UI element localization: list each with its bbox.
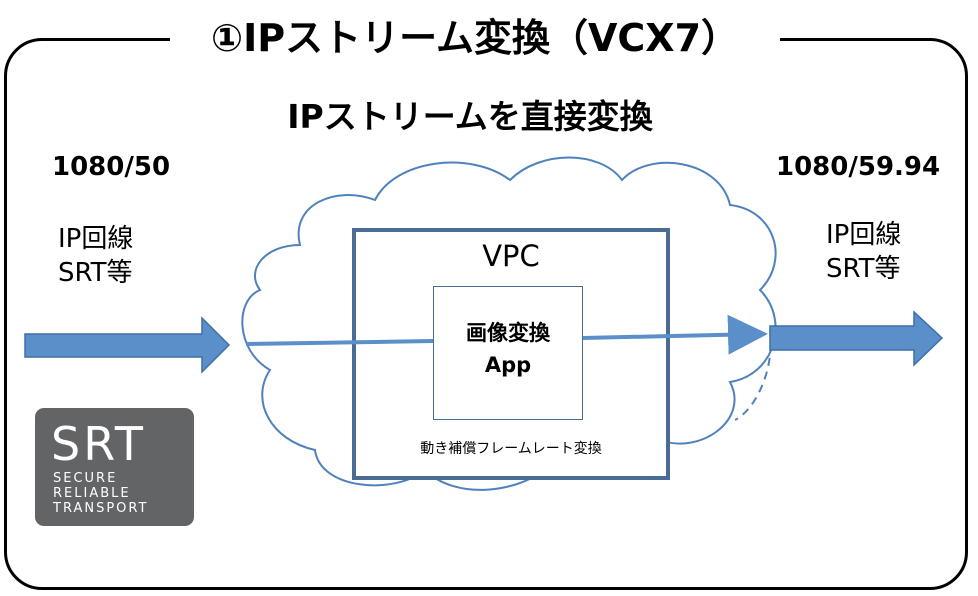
input-link-line1: IP回線 [58,224,134,254]
input-link-line2: SRT等 [58,258,133,288]
output-arrow [769,310,944,367]
srt-logo: SRT SECURE RELIABLE TRANSPORT [35,408,194,526]
srt-logo-mark: SRT [51,417,146,471]
app-label-line1: 画像変換 [466,321,550,345]
output-link-line1: IP回線 [826,220,902,250]
page-title: ①IPストリーム変換（VCX7） [170,10,780,66]
vpc-label: VPC [482,239,540,273]
input-resolution: 1080/50 [52,152,171,182]
srt-logo-line3: TRANSPORT [53,501,149,516]
cloud-edge-accent [734,329,772,421]
stream-line-in [245,339,434,346]
app-label-line2: App [484,353,532,377]
diagram-subtitle: IPストリームを直接変換 [287,97,653,136]
input-arrow [24,316,231,374]
srt-logo-line2: RELIABLE [53,486,131,501]
motion-compensation-label: 動き補償フレームレート変換 [420,441,602,457]
output-resolution: 1080/59.94 [776,152,941,182]
app-box [433,286,583,420]
stream-line-out [582,314,768,355]
output-link-line2: SRT等 [826,254,901,284]
srt-logo-line1: SECURE [53,471,118,486]
